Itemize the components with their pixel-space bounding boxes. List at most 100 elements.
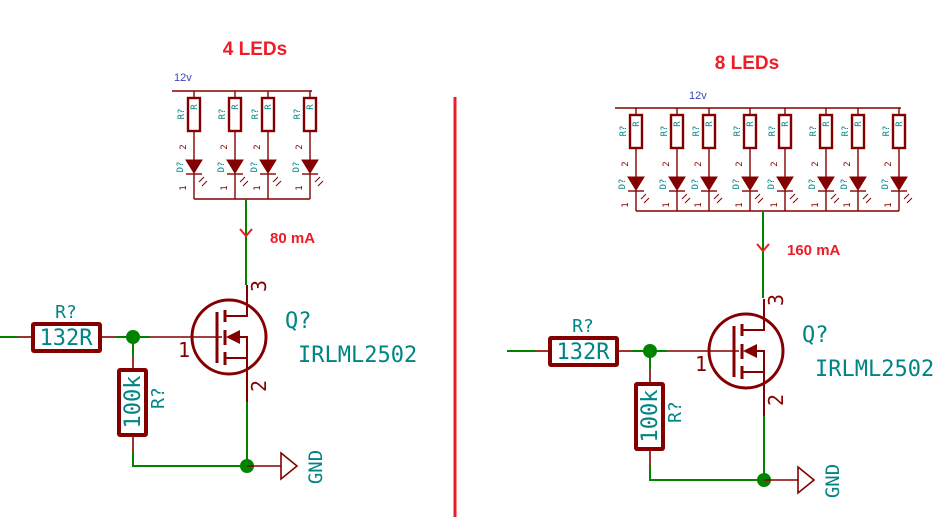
resistor-ref: R? [293,109,303,120]
led-branch: RR?2D?1 [767,108,799,211]
pulldown-resistor-ref: R? [665,401,686,423]
led-resistor [669,113,685,150]
pin-number: 2 [220,144,230,149]
current-arrow-icon [756,243,770,253]
led-resistor [742,113,758,150]
ground-symbol-icon [797,465,816,495]
body-lead [237,336,248,358]
resistor-value: R [264,104,274,110]
mosfet-body [190,298,268,376]
pulldown-resistor-ref: R? [148,387,169,409]
led-ref: D? [176,162,186,173]
pulldown-resistor-value: 100k [638,390,663,443]
light-emission-icon [198,176,208,187]
ground-label: GND [305,450,327,484]
led-resistor [302,96,318,133]
circuit-title: 8 LEDs [715,53,779,74]
gate-resistor-ref: R? [572,316,594,337]
led-ref: D? [292,162,302,173]
resistor-ref: R? [177,109,187,120]
led-resistor [186,96,202,133]
pin-number: 1 [662,202,672,207]
pin-number: 2 [735,161,745,166]
pin-number: 1 [694,202,704,207]
pin-number: 2 [253,144,263,149]
led-icon [226,159,244,174]
led-ref: D? [767,179,777,190]
ground-net-wire [132,452,247,467]
current-arrow-icon [239,228,253,238]
body-diode-arrow-icon [743,344,757,358]
led-resistor [891,113,907,150]
led-ref: D? [691,179,701,190]
led-icon [259,159,277,174]
gate-resistor-ref: R? [55,302,77,323]
pin-number: 2 [662,161,672,166]
circuit-8-leds: 8 LEDs 12v RR?2D?1RR?2D?1RR?2D?1RR?2D?1R… [615,53,913,298]
led-branch: RR?2D?1 [691,108,723,211]
supply-label: 12v [174,72,192,84]
mosfet-body [707,312,785,390]
circuit-title: 4 LEDs [223,39,287,60]
led-ref: D? [732,179,742,190]
drain-pin-number: 3 [247,280,271,292]
led-icon [627,176,645,191]
resistor-value: R [822,121,832,127]
led-branch: RR?2D?1 [292,91,324,199]
resistor-ref: R? [251,109,261,120]
gate-pin-number: 1 [695,352,707,376]
pin-number: 2 [811,161,821,166]
resistor-value: R [632,121,642,127]
pin-number: 2 [179,144,189,149]
pin-number: 1 [843,202,853,207]
pin-number: 1 [735,202,745,207]
resistor-value: R [746,121,756,127]
led-ref: D? [808,179,818,190]
resistor-ref: R? [692,126,702,137]
pin-number: 2 [694,161,704,166]
led-icon [301,159,319,174]
pin-number: 1 [220,185,230,190]
source-lead [225,357,248,402]
resistor-value: R [231,104,241,110]
pin-number: 1 [884,202,894,207]
led-branch: RR?2D?1 [808,108,840,211]
supply-label: 12v [689,90,707,102]
led-branch: RR?2D?1 [659,108,691,211]
resistor-ref: R? [882,126,892,137]
body-diode-arrow-icon [226,330,240,344]
led-ref: D? [618,179,628,190]
mosfet-ref: Q? [802,323,829,348]
ground-label: GND [822,464,844,498]
pin-number: 1 [621,202,631,207]
led-resistor [850,113,866,150]
ground-symbol-icon [280,451,299,481]
led-resistor [227,96,243,133]
led-resistor [260,96,276,133]
source-lead [742,371,765,416]
led-icon [849,176,867,191]
current-label: 160 mA [787,242,841,259]
mosfet-part: IRLML2502 [298,343,417,368]
led-resistor [818,113,834,150]
gate-pin-number: 1 [178,338,190,362]
led-resistor [701,113,717,150]
current-label: 80 mA [270,230,315,247]
light-emission-icon [754,193,764,204]
pin-number: 2 [295,144,305,149]
drain-pin-number: 3 [764,294,788,306]
led-branch: RR?2D?1 [217,91,249,199]
light-emission-icon [681,193,691,204]
led-branch: RR?2D?1 [732,108,764,211]
led-branch: RR?2D?1 [840,108,872,211]
light-emission-icon [239,176,249,187]
circuit-4-leds: 4 LEDs 12v RR?2D?1RR?2D?1RR?2D?1RR?2D?1 … [172,39,324,285]
led-icon [668,176,686,191]
resistor-value: R [895,121,905,127]
gate-resistor-value: 132R [40,326,94,351]
led-array: RR?2D?1RR?2D?1RR?2D?1RR?2D?1RR?2D?1RR?2D… [615,107,913,298]
light-emission-icon [713,193,723,204]
